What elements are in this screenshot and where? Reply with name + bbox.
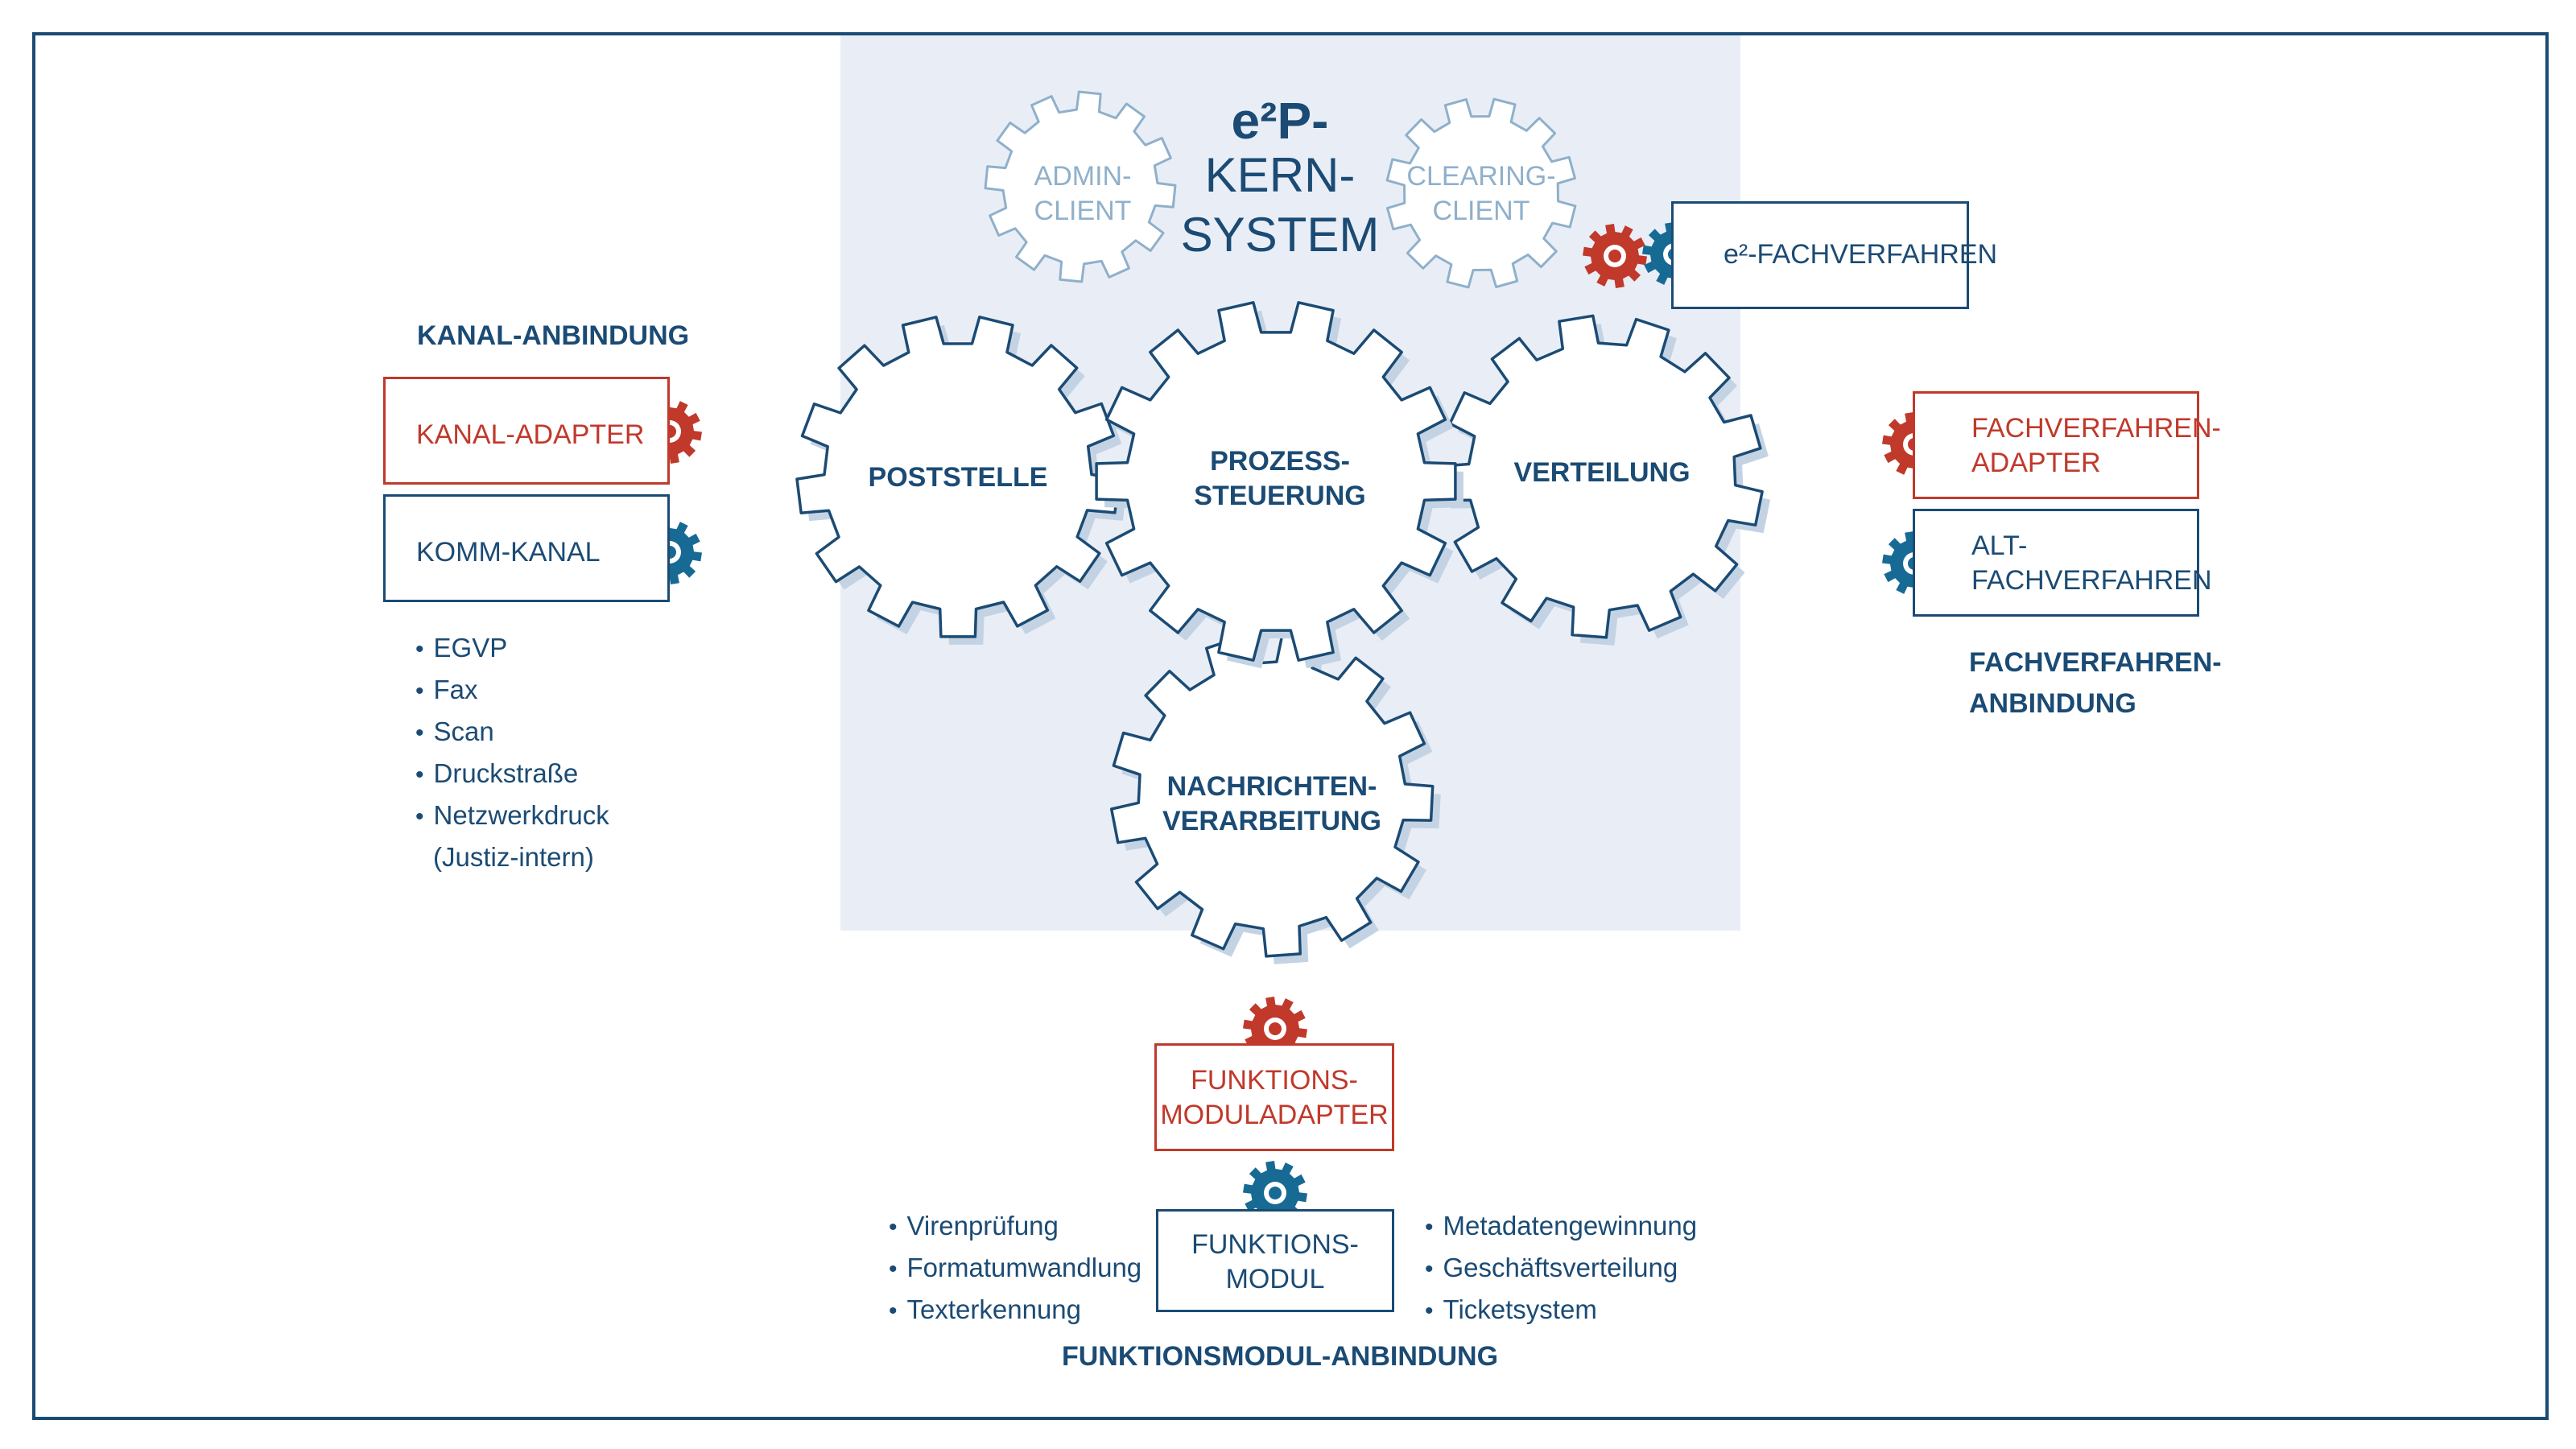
list-item: Fax	[415, 670, 609, 712]
prozess-steuerung-gear-icon	[1095, 301, 1457, 662]
alt-fachverfahren-box: ALT- FACHVERFAHREN	[1913, 509, 2212, 617]
clearing-client-label: CLEARING- CLIENT	[1406, 161, 1556, 226]
fachverfahren-adapter-box: FACHVERFAHREN- ADAPTER	[1913, 391, 2221, 499]
komm-kanal-label: KOMM-KANAL	[416, 537, 601, 568]
nachrichten-verarbeitung-label: NACHRICHTEN- VERARBEITUNG	[1162, 771, 1382, 836]
kanal-list: EGVP Fax Scan Druckstraße Netzwerkdruck …	[415, 628, 609, 879]
e2-fachverfahren-box: e²-FACHVERFAHREN	[1671, 201, 1997, 309]
diagram-frame	[32, 32, 2549, 1420]
fachverfahren-anbindung-heading: FACHVERFAHREN- ANBINDUNG	[1969, 647, 2222, 719]
admin-client-label: ADMIN- CLIENT	[1034, 161, 1132, 226]
e2-fachverfahren-label: e²-FACHVERFAHREN	[1724, 239, 1998, 270]
core-title: e²P-	[1231, 92, 1329, 150]
core-title-line2: KERN-	[1204, 148, 1356, 202]
kanal-anbindung-heading: KANAL-ANBINDUNG	[417, 320, 690, 351]
list-item: Virenprüfung	[889, 1206, 1141, 1248]
poststelle-label: POSTSTELLE	[868, 462, 1048, 493]
funktion-left-list: Virenprüfung Formatumwandlung Texterkenn…	[889, 1206, 1142, 1331]
list-item: Texterkennung	[889, 1290, 1141, 1331]
alt-fachverfahren-label: ALT- FACHVERFAHREN	[1971, 530, 2212, 596]
funktionsmoduladapter-box: FUNKTIONS- MODULADAPTER	[1154, 1043, 1394, 1151]
funktionsmodul-box: FUNKTIONS- MODUL	[1156, 1209, 1394, 1312]
prozess-steuerung-label: PROZESS- STEUERUNG	[1194, 446, 1366, 511]
core-title-line3: SYSTEM	[1180, 208, 1380, 262]
funktionsmodul-label: FUNKTIONS- MODUL	[1191, 1229, 1359, 1294]
list-item: Formatumwandlung	[889, 1248, 1142, 1290]
list-item: Ticketsystem	[1425, 1290, 1697, 1331]
list-item: EGVP	[415, 628, 609, 670]
nachrichten-gear-icon	[1109, 633, 1435, 958]
clearing-client-gear-icon	[1385, 97, 1577, 289]
kanal-adapter-label: KANAL-ADAPTER	[416, 419, 645, 450]
verteilung-gear-icon	[1439, 314, 1764, 639]
kanal-adapter-box: KANAL-ADAPTER	[383, 377, 670, 485]
poststelle-gear-icon	[795, 316, 1121, 638]
funktionsmoduladapter-gear-icon-axle	[1269, 1022, 1282, 1035]
funktion-right-list: Metadatengewinnung Geschäftsverteilung T…	[1425, 1206, 1698, 1331]
admin-client-gear-icon	[984, 90, 1177, 283]
e2-fachverfahren-red-gear-icon-axle	[1608, 250, 1621, 262]
list-item: Geschäftsverteilung	[1425, 1248, 1697, 1290]
funktionsmodul-gear-icon-axle	[1269, 1187, 1282, 1199]
funktionsmodul-anbindung-heading: FUNKTIONSMODUL-ANBINDUNG	[1061, 1341, 1499, 1372]
komm-kanal-box: KOMM-KANAL	[383, 494, 670, 602]
list-item: (Justiz-intern)	[433, 842, 594, 872]
fachverfahren-adapter-label: FACHVERFAHREN- ADAPTER	[1971, 413, 2221, 478]
funktionsmoduladapter-label: FUNKTIONS- MODULADAPTER	[1160, 1065, 1389, 1130]
list-item: Metadatengewinnung	[1425, 1206, 1698, 1248]
list-item: Netzwerkdruck	[415, 795, 609, 837]
list-item: Druckstraße	[415, 753, 609, 795]
list-item: Scan	[415, 712, 609, 753]
verteilung-label: VERTEILUNG	[1513, 457, 1690, 488]
